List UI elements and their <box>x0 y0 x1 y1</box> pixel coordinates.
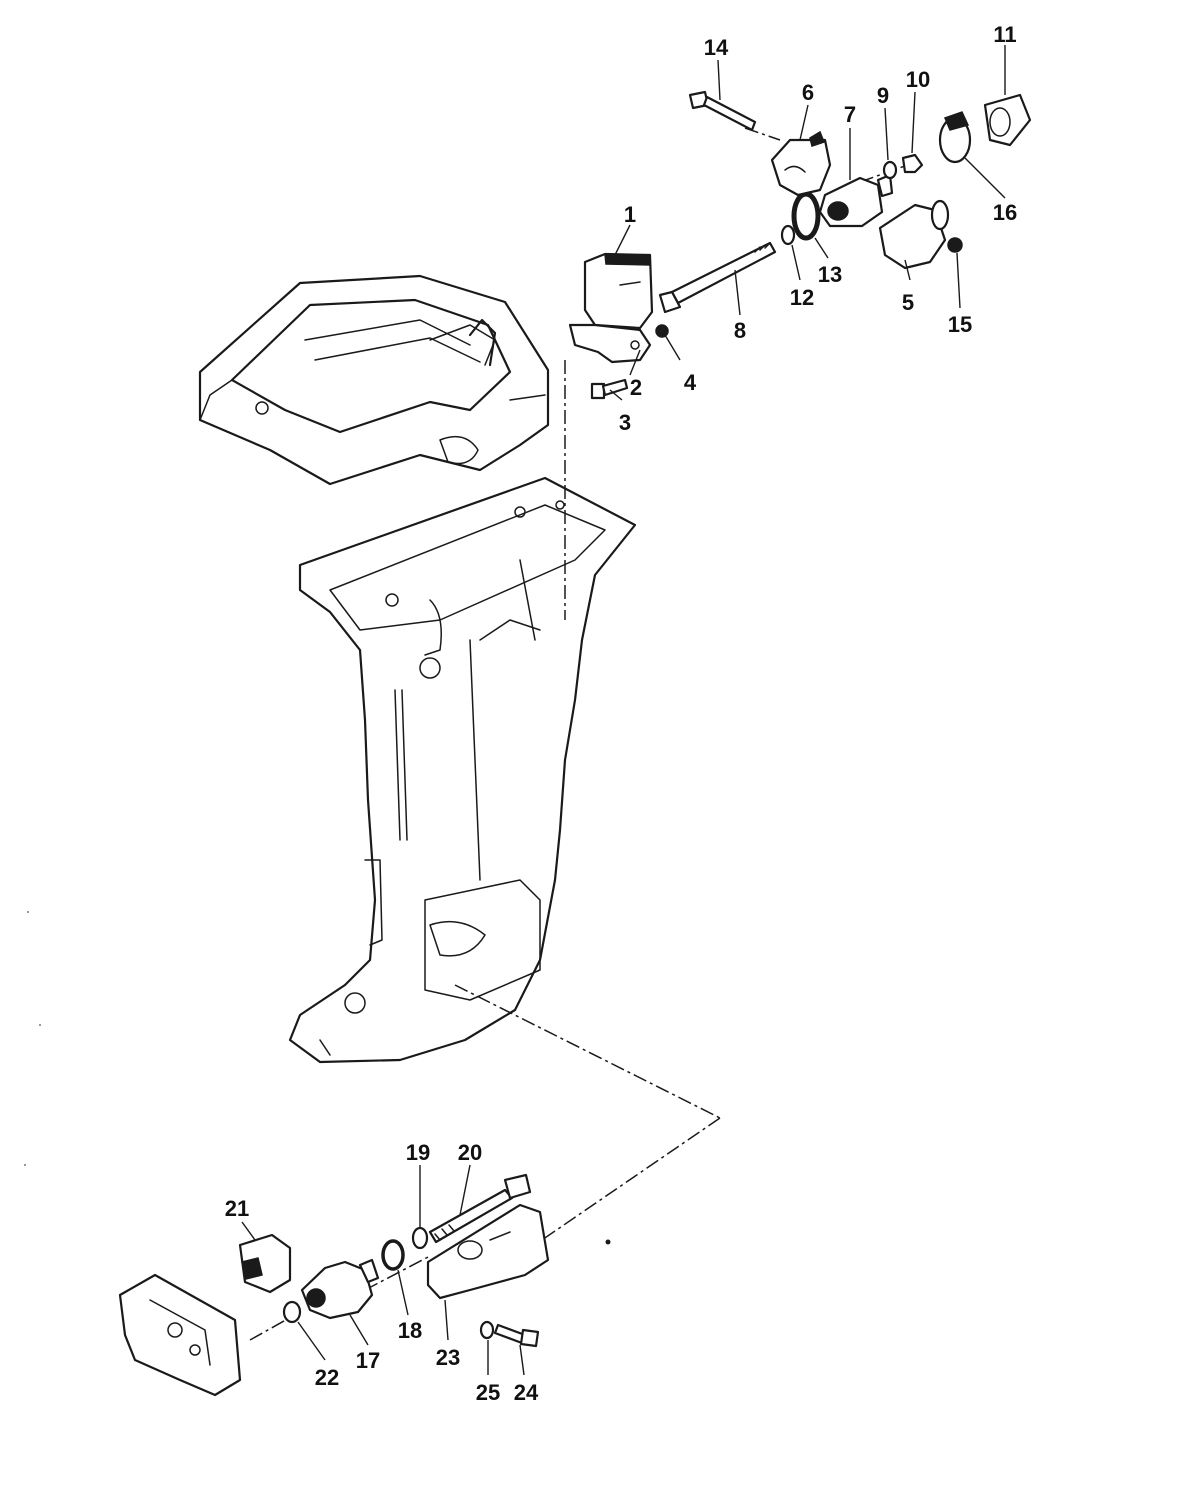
part-5-lower-clamp <box>878 199 950 270</box>
part-18-washer <box>381 1239 405 1271</box>
callout-21: 21 <box>225 1196 249 1221</box>
callout-8: 8 <box>734 318 746 343</box>
part-2-bracket <box>568 323 652 364</box>
callout-25: 25 <box>476 1380 500 1405</box>
callout-23: 23 <box>436 1345 460 1370</box>
part-4-nut <box>655 324 669 338</box>
callout-13: 13 <box>818 262 842 287</box>
part-23-lower-bracket <box>426 1203 550 1300</box>
part-21-retainer <box>238 1233 292 1294</box>
part-16-hose-clamp <box>938 111 972 164</box>
part-22-washer <box>282 1300 302 1324</box>
part-17-rubber-mount <box>300 1258 380 1320</box>
callout-6: 6 <box>802 80 814 105</box>
transom-bracket <box>118 1273 242 1397</box>
part-11-cap <box>983 93 1032 147</box>
callout-18: 18 <box>398 1318 422 1343</box>
driveshaft-housing <box>288 476 637 1064</box>
part-9-washer <box>882 160 898 180</box>
part-15-nut <box>947 237 963 253</box>
callout-15: 15 <box>948 312 972 337</box>
part-10-nut <box>901 153 924 174</box>
callout-3: 3 <box>619 410 631 435</box>
part-14-bolt <box>688 90 757 132</box>
stray-marks <box>24 911 611 1245</box>
part-24-bolt <box>493 1323 540 1348</box>
callout-24: 24 <box>514 1380 539 1405</box>
callout-2: 2 <box>630 375 642 400</box>
callout-14: 14 <box>704 35 729 60</box>
part-12-washer <box>780 224 796 246</box>
callout-7: 7 <box>844 102 856 127</box>
callout-17: 17 <box>356 1348 380 1373</box>
callout-5: 5 <box>902 290 914 315</box>
callout-12: 12 <box>790 285 814 310</box>
bottom-cowl-tray <box>198 274 550 486</box>
leader-lines <box>241 45 1006 1376</box>
callout-9: 9 <box>877 83 889 108</box>
part-25-washer <box>479 1320 495 1340</box>
callout-19: 19 <box>406 1140 430 1165</box>
callout-labels: 1 2 3 4 5 6 7 8 9 10 11 12 13 14 15 16 1… <box>225 22 1017 1405</box>
assembly-center-lines <box>249 127 906 1341</box>
part-6-upper-clamp <box>770 130 832 197</box>
part-1-bracket <box>583 252 654 330</box>
callout-20: 20 <box>458 1140 482 1165</box>
callout-22: 22 <box>315 1365 339 1390</box>
callout-16: 16 <box>993 200 1017 225</box>
part-20-bolt <box>428 1173 532 1244</box>
callout-4: 4 <box>684 370 697 395</box>
callout-1: 1 <box>624 202 636 227</box>
part-7-rubber-mount <box>818 173 894 228</box>
callout-11: 11 <box>993 22 1016 47</box>
part-13-ring <box>791 191 821 241</box>
part-3-bolt <box>590 378 629 400</box>
part-8-long-bolt <box>658 241 777 314</box>
part-19-washer <box>411 1226 429 1250</box>
callout-10: 10 <box>906 67 930 92</box>
